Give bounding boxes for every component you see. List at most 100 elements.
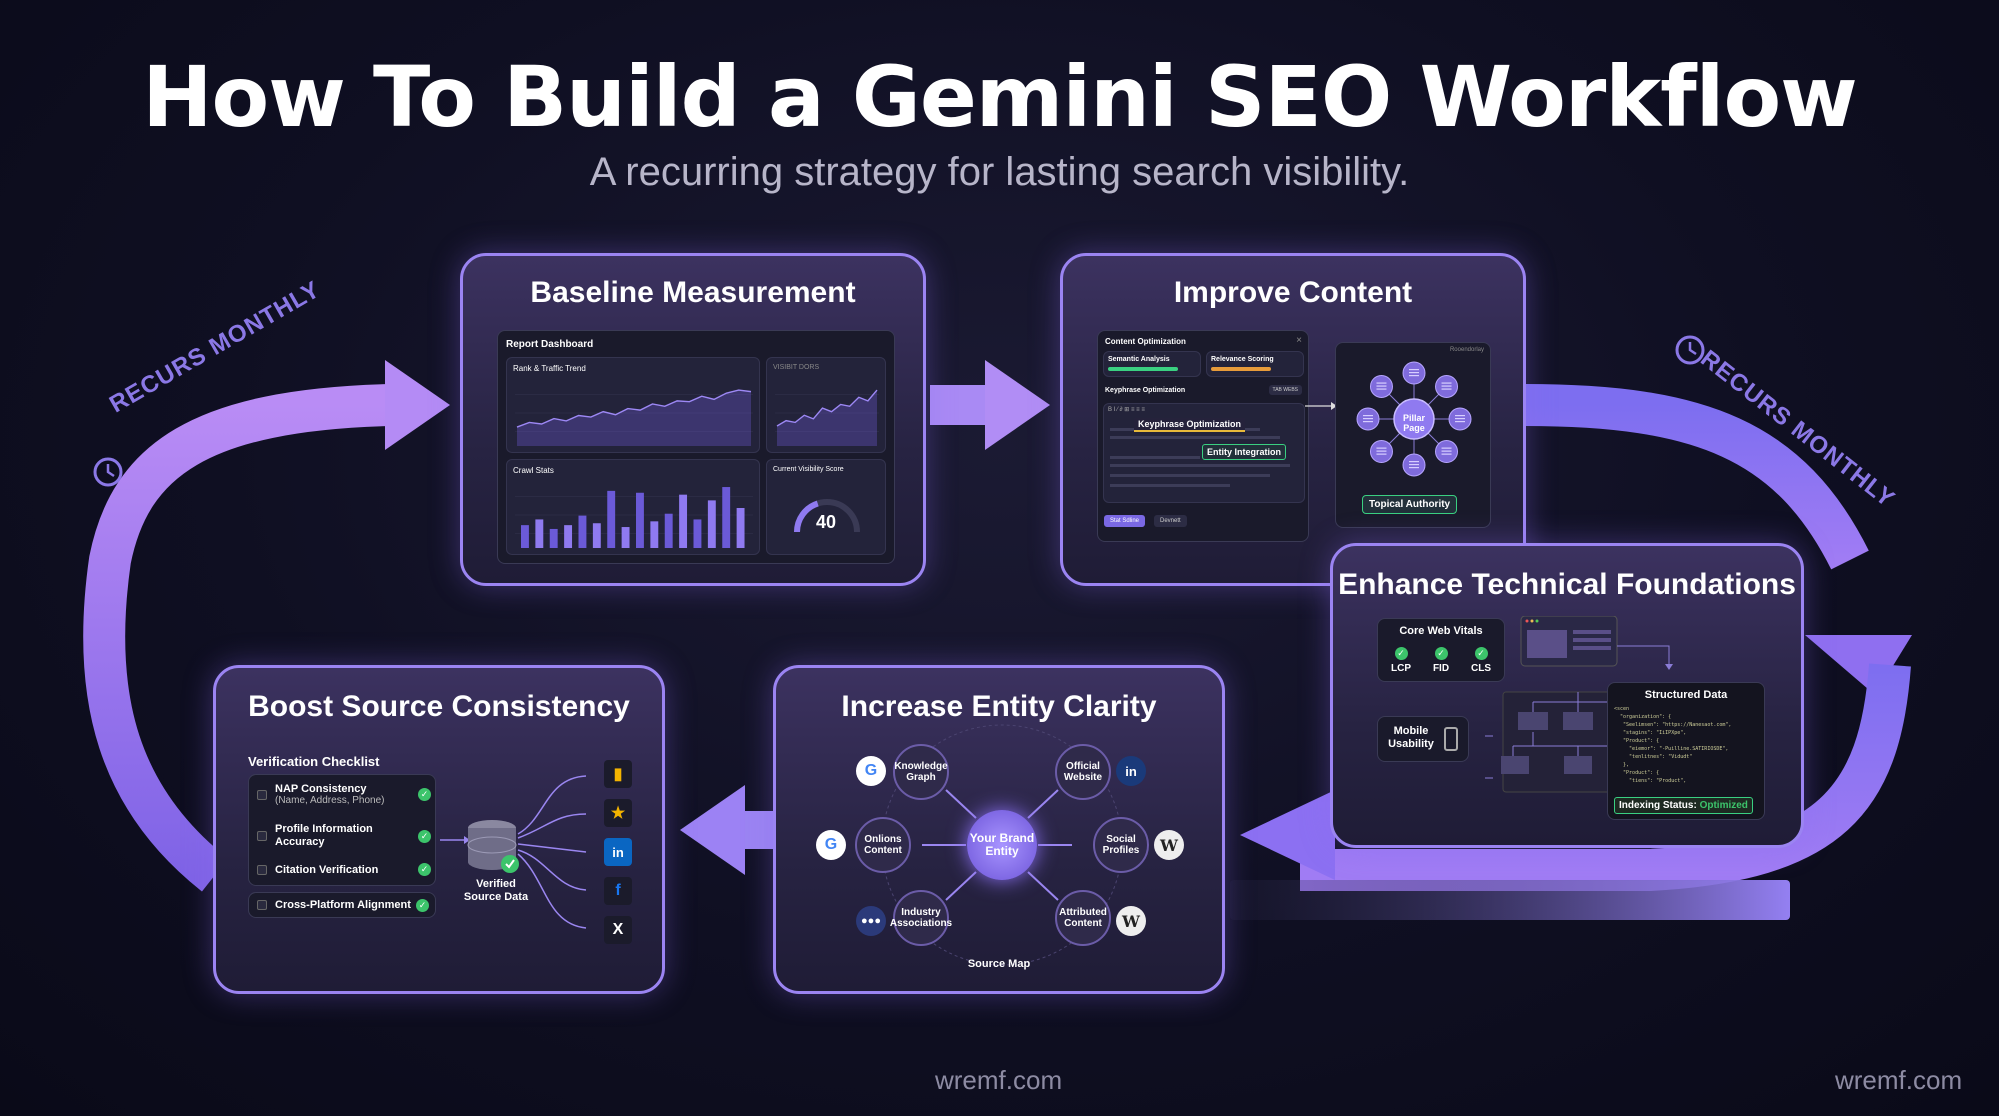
- node-industry-associations: Industry Associations: [890, 890, 952, 946]
- wikipedia-icon: W: [1116, 906, 1146, 936]
- crawl-bar: [707, 500, 716, 548]
- check-icon: ✓: [1474, 647, 1488, 660]
- x-icon: X: [604, 916, 632, 944]
- card-boost-source-consistency: Boost Source Consistency Verification Ch…: [213, 665, 665, 994]
- checklist-item-cross-platform[interactable]: Cross-Platform Alignment ✓: [248, 892, 436, 918]
- side-chart-title: VISIBIT DORS: [773, 364, 820, 371]
- node-social-profiles: Social Profiles: [1093, 817, 1149, 873]
- crawl-bar: [592, 523, 601, 548]
- card-title: Improve Content: [1173, 276, 1413, 309]
- right-cycle-arrow: [1524, 384, 1869, 570]
- structured-data-title: Structured Data: [1644, 689, 1728, 701]
- secondary-action-button[interactable]: Devnett: [1154, 515, 1187, 527]
- brand-entity-node: Your Brand Entity: [967, 810, 1037, 880]
- page-title: How To Build a Gemini SEO Workflow: [142, 48, 1858, 146]
- entity-integration-tag: Entity Integration: [1202, 444, 1286, 460]
- connector-arrow: [1305, 402, 1337, 410]
- metric-fid: ✓FID: [1432, 647, 1450, 674]
- node-attributed-content: Attributed Content: [1055, 890, 1111, 946]
- rank-area: [517, 390, 751, 446]
- card-improve-content: Improve Content Content Optimization × S…: [1060, 253, 1526, 586]
- topic-cluster-diagram: [1356, 361, 1472, 477]
- checkbox[interactable]: [257, 864, 267, 875]
- check-icon: ✓: [416, 898, 429, 912]
- score-value: 40: [815, 512, 837, 532]
- phone-icon: [1444, 727, 1458, 751]
- metric-lcp: ✓LCP: [1391, 647, 1411, 674]
- page-subtitle: A recurring strategy for lasting search …: [589, 150, 1410, 194]
- node-official-website: Official Website: [1055, 744, 1111, 800]
- cwv-title: Core Web Vitals: [1399, 625, 1483, 637]
- left-cycle-arrowhead: [385, 360, 450, 450]
- keyphrase-button[interactable]: TAB WEBS: [1268, 385, 1302, 395]
- card-title: Baseline Measurement: [530, 276, 856, 309]
- crawl-bar-chart: [515, 487, 753, 548]
- checkbox[interactable]: [257, 789, 267, 800]
- side-line: [776, 389, 878, 427]
- checkbox[interactable]: [257, 831, 267, 842]
- metric-cls: ✓CLS: [1471, 647, 1491, 674]
- business-profile-icon: ▮: [604, 760, 632, 788]
- crawl-bar: [636, 492, 644, 548]
- rank-line-chart: [515, 389, 753, 446]
- core-web-vitals: Core Web Vitals ✓LCP ✓FID ✓CLS: [1377, 618, 1505, 682]
- crawl-bar: [679, 494, 688, 548]
- card-increase-entity-clarity: Increase Entity Clarity Your Brand Entit…: [773, 665, 1225, 994]
- crawl-bar: [535, 519, 544, 548]
- topic-cluster-panel: Rooendorlay Pillar Page Topical Authorit…: [1335, 342, 1491, 528]
- mobile-label: Mobile Usability: [1388, 725, 1434, 751]
- crawl-bar: [607, 490, 616, 548]
- facebook-icon: f: [604, 877, 632, 905]
- card-title: Boost Source Consistency: [248, 690, 630, 723]
- semantic-analysis: Semantic Analysis: [1103, 351, 1201, 377]
- crawl-bar: [564, 525, 573, 548]
- rank-line: [516, 389, 752, 428]
- rank-traffic-chart: Rank & Traffic Trend: [506, 357, 760, 453]
- crawl-bar: [693, 519, 702, 548]
- wikipedia-icon: W: [1154, 830, 1184, 860]
- card-title: Increase Entity Clarity: [841, 690, 1157, 723]
- content-optimization-panel: Content Optimization × Semantic Analysis…: [1097, 330, 1309, 542]
- card-enhance-technical: Enhance Technical Foundations Core Web V…: [1330, 543, 1804, 848]
- crawl-chart-title: Crawl Stats: [513, 466, 554, 475]
- checkbox[interactable]: [257, 900, 267, 910]
- rank-chart-title: Rank & Traffic Trend: [513, 364, 586, 373]
- star-review-icon: ★: [604, 799, 632, 827]
- card-title: Enhance Technical Foundations: [1338, 568, 1796, 601]
- content-editor[interactable]: B I ⁄ ∂ ⊞ ≡ ≡ ≡ Keyphrase Optimization E…: [1103, 403, 1305, 503]
- relevance-scoring: Relevance Scoring: [1206, 351, 1304, 377]
- check-icon: ✓: [1434, 647, 1448, 660]
- verification-checklist: NAP Consistency(Name, Address, Phone) ✓ …: [248, 774, 436, 886]
- crawl-stats-chart: Crawl Stats: [506, 459, 760, 555]
- topical-authority-tag: Topical Authority: [1362, 495, 1458, 514]
- checklist-item-nap[interactable]: NAP Consistency(Name, Address, Phone) ✓: [257, 783, 431, 806]
- crawl-bar: [521, 525, 529, 548]
- group-icon: ●●●: [856, 906, 886, 936]
- clock-icon-right: [1675, 335, 1705, 365]
- primary-action-button[interactable]: Stat Sdline: [1104, 515, 1146, 527]
- source-map-label: Source Map: [967, 958, 1031, 970]
- check-icon: ✓: [418, 829, 431, 843]
- checklist-item-citation[interactable]: Citation Verification ✓: [257, 863, 431, 876]
- mobile-usability: Mobile Usability: [1377, 716, 1469, 762]
- bottom-return-band: [1230, 880, 1790, 920]
- left-cycle-arrow: [83, 384, 391, 892]
- indexing-status: Indexing Status: Optimized: [1614, 797, 1753, 814]
- keyphrase-label: Keyphrase Optimization: [1105, 387, 1186, 394]
- crawl-bar: [650, 521, 659, 548]
- pillar-node: [1393, 398, 1435, 440]
- check-icon: ✓: [1394, 647, 1408, 660]
- checklist-title: Verification Checklist: [248, 754, 380, 769]
- check-icon: ✓: [418, 788, 431, 801]
- relevance-label: Relevance Scoring: [1211, 356, 1274, 363]
- checklist-item-profile[interactable]: Profile Information Accuracy ✓: [257, 823, 431, 849]
- visibility-side-chart: VISIBIT DORS: [766, 357, 886, 453]
- editor-toolbar[interactable]: B I ⁄ ∂ ⊞ ≡ ≡ ≡: [1108, 407, 1145, 413]
- crawl-bar: [722, 487, 731, 548]
- close-icon[interactable]: ×: [1296, 335, 1302, 346]
- structured-data-code: <scen "organization": { "Seelimsen": "ht…: [1614, 706, 1732, 784]
- right-lower-arrow: [1300, 663, 1911, 891]
- structured-data-panel: Structured Data <scen "organization": { …: [1607, 682, 1765, 820]
- source-distribution-links: [440, 775, 587, 929]
